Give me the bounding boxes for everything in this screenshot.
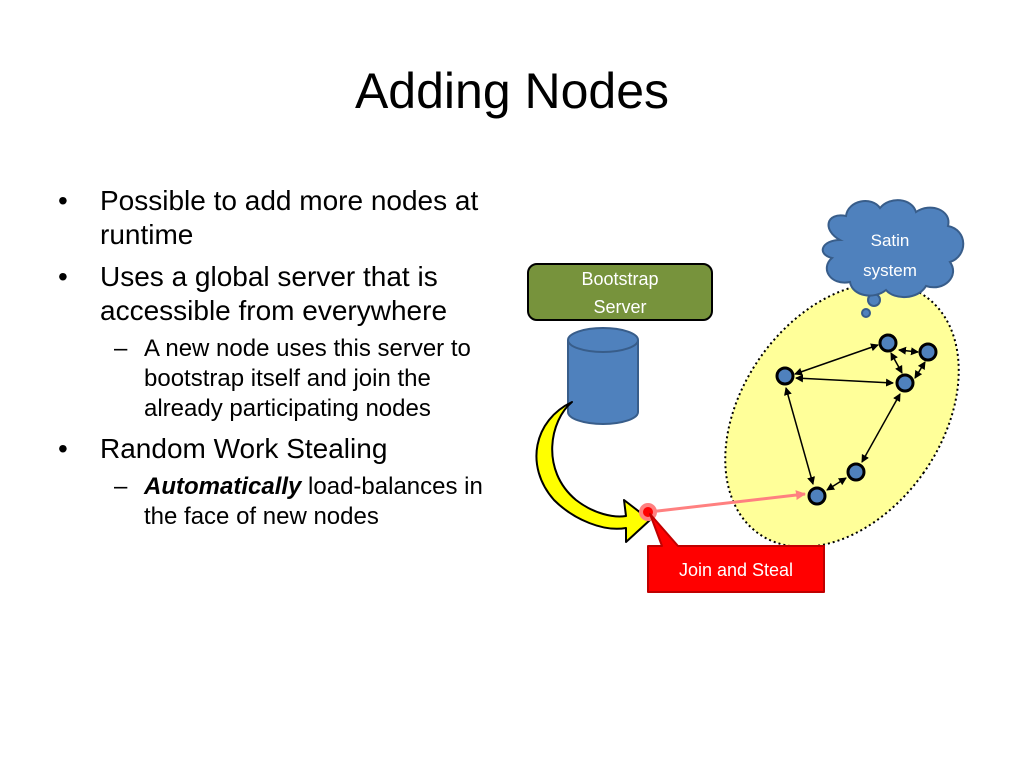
node-edges <box>784 343 926 491</box>
bullet-marker: • <box>58 261 68 292</box>
bullet-marker: • <box>58 433 68 464</box>
cloud-label-line1: Satin <box>871 231 910 250</box>
bullet-text: Random Work Stealing <box>100 433 388 464</box>
node <box>846 462 866 482</box>
curved-arrow-icon <box>535 401 651 543</box>
join-steal-callout: Join and Steal <box>647 513 825 593</box>
edge <box>784 387 815 485</box>
edge <box>826 477 847 491</box>
edge <box>795 374 894 387</box>
node <box>895 373 915 393</box>
bullet-item: • Possible to add more nodes at runtime <box>58 184 508 252</box>
bootstrap-label-line1: Bootstrap <box>581 269 658 289</box>
join-connector-line <box>648 490 806 514</box>
sub-bullet-item: – A new node uses this server to bootstr… <box>100 334 508 424</box>
database-icon <box>567 327 639 425</box>
bullet-marker: • <box>58 185 68 216</box>
sub-bullet-item: – Automatically load-balances in the fac… <box>100 472 508 532</box>
slide-title: Adding Nodes <box>354 63 670 119</box>
sub-bullet-rest: load-balances in the face of new nodes <box>144 473 483 530</box>
node <box>918 342 938 362</box>
sub-bullet-list: – Automatically load-balances in the fac… <box>100 472 508 532</box>
bullet-item: • Uses a global server that is accessibl… <box>58 260 508 424</box>
satin-system-ellipse <box>724 282 960 548</box>
join-steal-label: Join and Steal <box>679 560 793 580</box>
sub-bullet-text: A new node uses this server to bootstrap… <box>144 335 471 422</box>
node <box>878 333 898 353</box>
cloud-label-line2: system <box>863 261 917 280</box>
cloud-tail-dot <box>861 308 871 318</box>
sub-bullet-text: Automatically load-balances in the face … <box>144 472 508 532</box>
edge <box>794 343 879 376</box>
sub-bullet-marker: – <box>114 335 128 362</box>
bootstrap-server-box: Bootstrap Server <box>527 263 713 321</box>
bootstrap-label-line2: Server <box>593 297 646 317</box>
emphasis-text: Automatically <box>144 473 302 500</box>
node <box>807 486 827 506</box>
satin-cloud: Satin system <box>821 199 965 318</box>
edge <box>861 393 901 463</box>
bullet-text: Uses a global server that is accessible … <box>100 261 448 326</box>
node <box>775 366 795 386</box>
sub-bullet-marker: – <box>114 473 128 500</box>
edge <box>890 352 903 374</box>
cloud-shape <box>821 199 965 298</box>
bullet-item: • Random Work Stealing – Automatically l… <box>58 432 508 532</box>
sub-bullet-list: – A new node uses this server to bootstr… <box>100 334 508 424</box>
edge <box>914 361 926 379</box>
edge <box>898 346 919 356</box>
nodes <box>775 333 938 506</box>
bullet-text: Possible to add more nodes at runtime <box>100 185 479 250</box>
bullet-list: • Possible to add more nodes at runtime … <box>58 184 508 540</box>
